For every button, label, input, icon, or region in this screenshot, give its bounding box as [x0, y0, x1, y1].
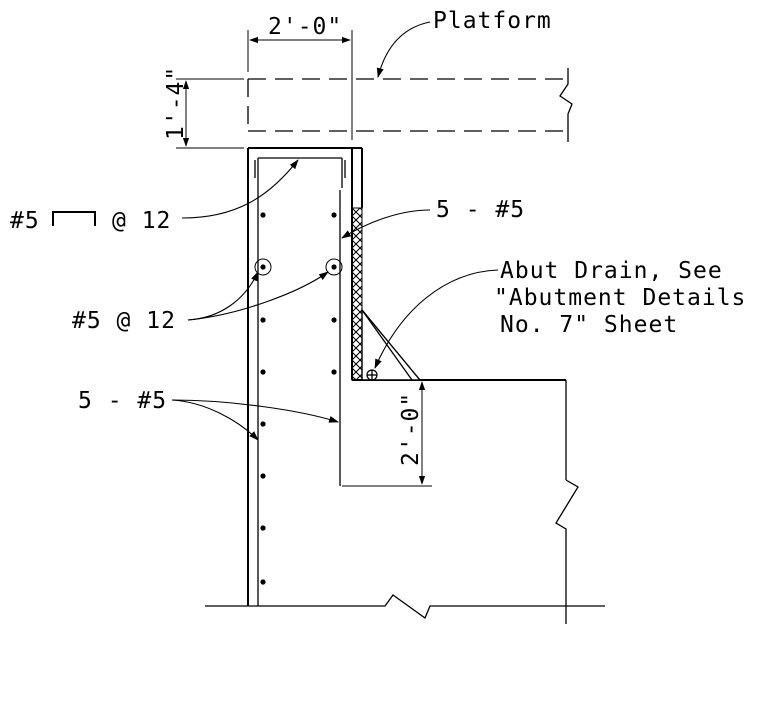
- leader-drain: [374, 269, 499, 369]
- leader-bar-hook: [181, 159, 299, 219]
- rebar-dot: [331, 317, 337, 323]
- dim-ledge-drop-label: 2'-0": [398, 392, 424, 466]
- rebar-dots: [254, 212, 343, 585]
- rebar-dot: [260, 473, 266, 479]
- hook-bar-symbol: [52, 211, 96, 226]
- rebar-ring: [254, 258, 272, 276]
- bar-hook-suffix-label: @ 12: [112, 208, 171, 234]
- bars-back-label: 5 - #5: [78, 388, 167, 414]
- rebar-dot: [260, 369, 266, 375]
- rebar-cage: [254, 157, 346, 606]
- dimension-ledge-drop: [342, 381, 432, 487]
- leader-platform: [376, 21, 431, 78]
- leader-bars-back-b: [171, 399, 339, 423]
- platform-outline: [247, 68, 573, 142]
- dimension-top-width: [247, 30, 353, 140]
- leader-bars-front-top: [341, 209, 431, 239]
- rebar-dot: [331, 264, 337, 270]
- dim-platform-depth-label: 1'-4": [163, 66, 189, 140]
- rebar-dot: [331, 212, 337, 218]
- bar-spacing-label: #5 @ 12: [72, 308, 176, 334]
- dim-top-width-label: 2'-0": [268, 14, 342, 40]
- rebar-dot: [260, 421, 266, 427]
- rebar-dot: [331, 369, 337, 375]
- rebar-dot: [260, 317, 266, 323]
- waterproofing-hatch: [351, 207, 363, 381]
- leader-bars-back-a: [171, 399, 259, 441]
- drain-label-line2: "Abutment Details: [494, 285, 746, 311]
- bar-hook-prefix-label: #5: [10, 208, 40, 234]
- wall-outline: [247, 147, 579, 624]
- dimension-platform-depth: [176, 78, 244, 149]
- rebar-dot: [260, 525, 266, 531]
- leader-spacing-b: [187, 271, 329, 321]
- rebar-dot: [260, 264, 266, 270]
- drain-label-line3: No. 7" Sheet: [500, 312, 678, 338]
- ground-line: [205, 594, 605, 620]
- bars-front-label: 5 - #5: [436, 197, 525, 223]
- platform-label: Platform: [433, 8, 552, 34]
- rebar-dot: [260, 212, 266, 218]
- rebar-ring: [325, 258, 343, 276]
- drain-wedge: [361, 308, 422, 381]
- rebar-dot: [260, 579, 266, 585]
- drain-label-line1: Abut Drain, See: [500, 258, 723, 284]
